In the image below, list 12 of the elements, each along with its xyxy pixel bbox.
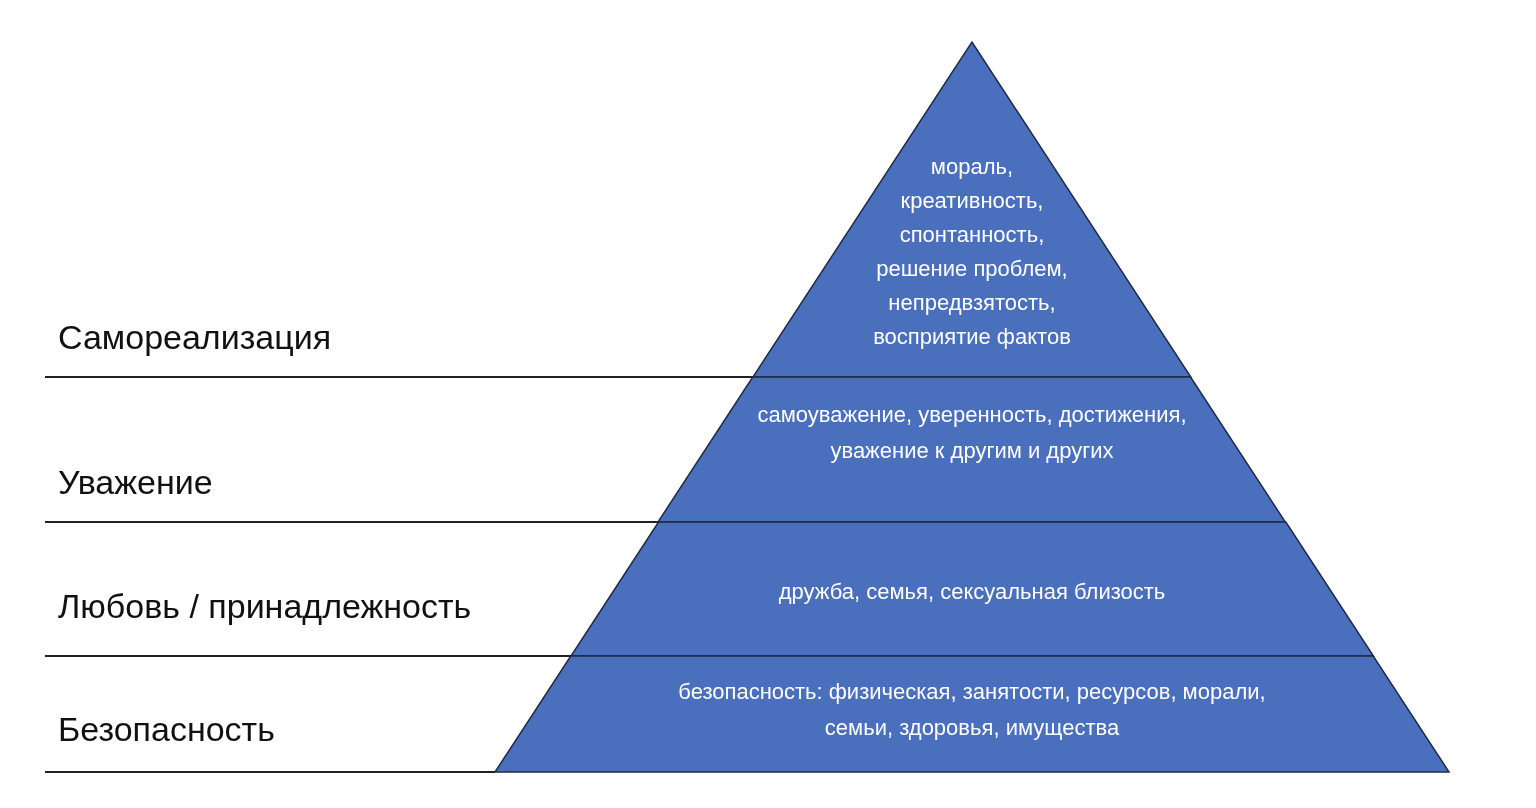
level-label: Безопасность — [58, 710, 275, 749]
pyramid-level — [495, 656, 1449, 772]
level-label: Самореализация — [58, 318, 332, 357]
level-description: мораль, креативность, спонтанность, решение проблем, непредвзятость, восприятие фактов — [872, 153, 1072, 351]
pyramid-level — [753, 42, 1191, 377]
level-label: Уважение — [58, 463, 213, 502]
pyramid-level — [570, 522, 1374, 656]
level-description: дружба, семья, сексуальная близость — [777, 578, 1167, 606]
pyramid-level — [658, 377, 1286, 522]
level-description: самоуважение, уверенность, достижения, уважение к другим и других — [756, 401, 1188, 465]
level-label: Любовь / принадлежность — [58, 587, 472, 626]
level-description: безопасность: физическая, занятости, ресурсов, морали, семьи, здоровья, имущества — [677, 678, 1267, 742]
